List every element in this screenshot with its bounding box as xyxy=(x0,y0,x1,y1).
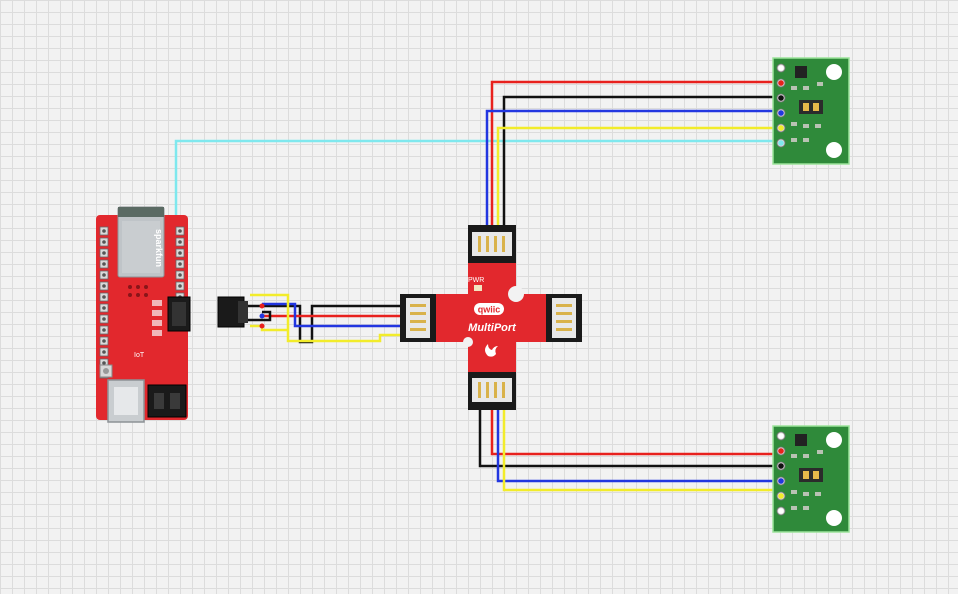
pwr-label: PWR xyxy=(468,277,484,284)
multiport-connector-bottom[interactable] xyxy=(468,372,516,410)
sensor-resistor xyxy=(817,82,823,86)
mcu-dots xyxy=(128,285,148,297)
sensor-resistor xyxy=(817,450,823,454)
sensor-module-bottom[interactable] xyxy=(772,425,850,533)
wire-black-left[interactable] xyxy=(248,304,405,344)
mounting-hole xyxy=(826,64,842,80)
mounting-hole xyxy=(826,432,842,448)
wire-yellow-left-2[interactable] xyxy=(250,324,288,332)
mcu-board-label: IoT xyxy=(134,352,145,359)
wire-red-top[interactable] xyxy=(490,80,781,225)
wire-yellow-top[interactable] xyxy=(496,126,781,225)
sensor-ic xyxy=(795,66,807,78)
sensor-resistor xyxy=(791,454,797,458)
sensor-ic xyxy=(795,434,807,446)
multiport-connector-left[interactable] xyxy=(400,294,436,342)
multiport-connector-top[interactable] xyxy=(468,225,516,263)
multiport-name: MultiPort xyxy=(468,322,517,334)
sensor-resistor xyxy=(815,124,821,128)
microcontroller-board[interactable]: sparkfun IoT xyxy=(96,206,191,423)
multiport-pcb xyxy=(410,238,572,398)
sensor-resistor xyxy=(791,490,797,494)
mounting-hole xyxy=(826,510,842,526)
sensor-resistor xyxy=(803,124,809,128)
sparkfun-flame-icon xyxy=(485,344,498,357)
sensor-resistor xyxy=(803,492,809,496)
qwiic-logo-badge xyxy=(474,303,504,315)
wire-blue-top[interactable] xyxy=(485,109,781,225)
pwr-led xyxy=(474,285,482,291)
sensor-resistor xyxy=(791,86,797,90)
sensor-module-top[interactable] xyxy=(772,57,850,165)
wire-yellow-bottom[interactable] xyxy=(502,408,781,492)
wire-blue-left[interactable] xyxy=(262,302,405,328)
sensor-resistor xyxy=(791,138,797,142)
wire-yellow-left[interactable] xyxy=(250,293,405,343)
multiport-connector-right[interactable] xyxy=(546,294,582,342)
mcu-battery-connector[interactable] xyxy=(147,384,187,418)
sensor-resistor xyxy=(815,492,821,496)
sensor-resistor xyxy=(803,86,809,90)
sensor-resistor xyxy=(803,138,809,142)
mounting-hole xyxy=(826,142,842,158)
sensor-chip xyxy=(799,468,823,482)
mcu-brand-label: sparkfun xyxy=(154,229,164,267)
qwiic-logo-text: qwiic xyxy=(478,305,501,315)
sensor-resistor xyxy=(791,122,797,126)
adapter-pins xyxy=(259,303,265,329)
wire-red-bottom[interactable] xyxy=(490,408,781,456)
wire-cyan[interactable] xyxy=(174,139,781,215)
mcu-pads xyxy=(152,300,162,336)
wire-black-top[interactable] xyxy=(502,95,781,225)
mcu-header-left xyxy=(99,226,109,379)
wire-blue-bottom[interactable] xyxy=(496,408,781,483)
wire-black-bottom[interactable] xyxy=(478,408,781,468)
wire-black-left-2[interactable] xyxy=(248,310,272,322)
qwiic-cable-adapter[interactable] xyxy=(217,296,265,329)
sensor-resistor xyxy=(791,506,797,510)
sensor-resistor xyxy=(803,506,809,510)
mcu-module-grid xyxy=(122,221,160,273)
sensor-resistor xyxy=(803,454,809,458)
sensor-chip xyxy=(799,100,823,114)
wires xyxy=(174,80,781,492)
multiport-hub[interactable]: qwiic MultiPort PWR xyxy=(400,225,582,410)
